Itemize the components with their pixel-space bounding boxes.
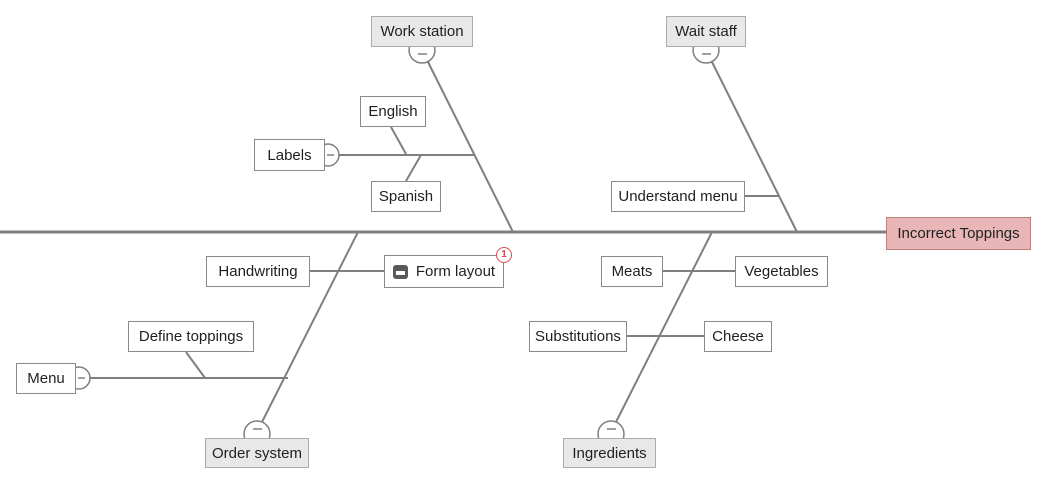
cause-substitutions[interactable]: Substitutions (529, 321, 627, 352)
connector-define-toppings (185, 351, 206, 379)
connector-english (390, 126, 407, 155)
cause-english[interactable]: English (360, 96, 426, 127)
cause-form-layout[interactable]: Form layout (384, 255, 504, 288)
bone-wait-staff (711, 61, 798, 233)
cause-form-layout-label: Form layout (415, 263, 496, 280)
bone-work-station (427, 61, 514, 233)
category-order-system[interactable]: Order system (205, 438, 309, 468)
cause-labels[interactable]: Labels (254, 139, 325, 171)
cause-menu[interactable]: Menu (16, 363, 76, 394)
cause-cheese[interactable]: Cheese (704, 321, 772, 352)
effect-incorrect-toppings[interactable]: Incorrect Toppings (886, 217, 1031, 250)
cause-handwriting[interactable]: Handwriting (206, 256, 310, 287)
comment-count-badge[interactable]: 1 (496, 247, 512, 263)
connector-spanish (405, 154, 422, 182)
cause-meats[interactable]: Meats (601, 256, 663, 287)
category-wait-staff[interactable]: Wait staff (666, 16, 746, 47)
cause-understand-menu[interactable]: Understand menu (611, 181, 745, 212)
category-work-station[interactable]: Work station (371, 16, 473, 47)
category-ingredients[interactable]: Ingredients (563, 438, 656, 468)
note-icon (392, 264, 408, 279)
cause-define-toppings[interactable]: Define toppings (128, 321, 254, 352)
cause-spanish[interactable]: Spanish (371, 181, 441, 212)
cause-vegetables[interactable]: Vegetables (735, 256, 828, 287)
bone-order-system (261, 231, 359, 423)
bone-ingredients (615, 231, 713, 423)
